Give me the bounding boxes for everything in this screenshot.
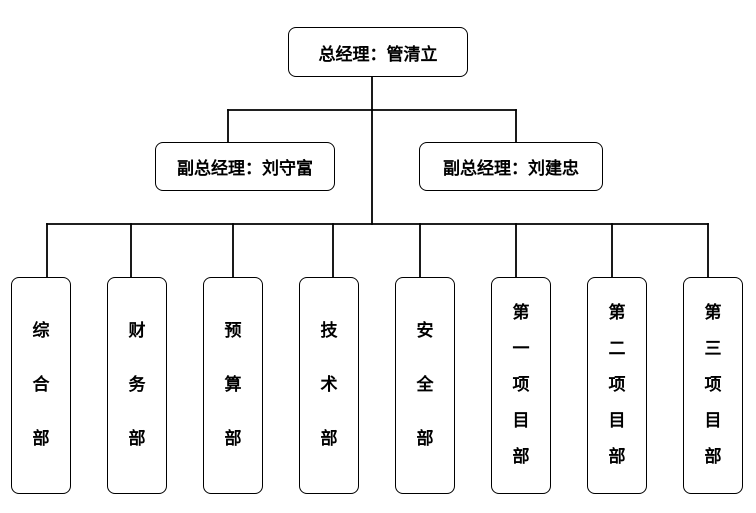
department-char: 目 (512, 411, 530, 431)
department-box-project-3: 第 三 项 目 部 (683, 277, 743, 494)
department-char: 部 (416, 429, 434, 449)
department-box-safety: 安 全 部 (395, 277, 455, 494)
department-char: 项 (608, 375, 626, 395)
deputy-manager-label: 副总经理：刘守富 (177, 159, 313, 179)
department-char: 技 (320, 321, 338, 341)
department-char: 综 (32, 321, 50, 341)
department-char: 务 (128, 375, 146, 395)
general-manager-box: 总经理：管清立 (288, 27, 468, 77)
department-box-finance: 财 务 部 (107, 277, 167, 494)
department-char: 合 (32, 375, 50, 395)
department-char: 二 (608, 339, 626, 359)
department-char: 目 (608, 411, 626, 431)
department-char: 一 (512, 339, 530, 359)
department-char: 目 (704, 411, 722, 431)
department-char: 全 (416, 375, 434, 395)
department-char: 财 (128, 321, 146, 341)
department-char: 第 (512, 303, 530, 323)
department-char: 部 (608, 447, 626, 467)
deputy-manager-label: 副总经理：刘建忠 (443, 159, 579, 179)
department-box-project-1: 第 一 项 目 部 (491, 277, 551, 494)
department-char: 部 (128, 429, 146, 449)
department-char: 部 (224, 429, 242, 449)
department-char: 第 (608, 303, 626, 323)
department-char: 三 (704, 339, 722, 359)
department-box-technical: 技 术 部 (299, 277, 359, 494)
department-box-project-2: 第 二 项 目 部 (587, 277, 647, 494)
department-char: 算 (224, 375, 242, 395)
department-char: 术 (320, 375, 338, 395)
deputy-manager-box-1: 副总经理：刘守富 (155, 142, 335, 191)
department-char: 部 (704, 447, 722, 467)
department-char: 项 (704, 375, 722, 395)
department-char: 部 (32, 429, 50, 449)
department-char: 安 (416, 321, 434, 341)
department-box-general-affairs: 综 合 部 (11, 277, 71, 494)
department-char: 项 (512, 375, 530, 395)
department-char: 预 (224, 321, 242, 341)
general-manager-label: 总经理：管清立 (318, 44, 438, 65)
department-char: 第 (704, 303, 722, 323)
department-char: 部 (320, 429, 338, 449)
department-char: 部 (512, 447, 530, 467)
deputy-manager-box-2: 副总经理：刘建忠 (419, 142, 603, 191)
department-box-budget: 预 算 部 (203, 277, 263, 494)
